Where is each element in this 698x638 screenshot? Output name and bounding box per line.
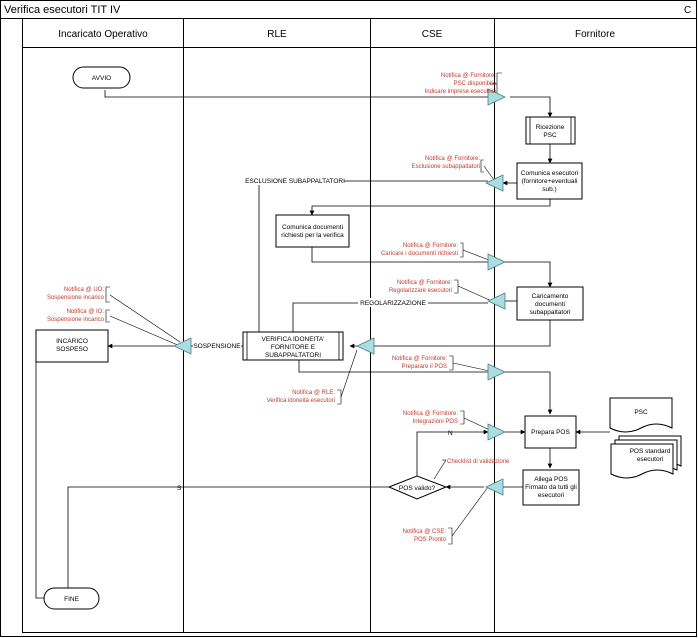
annotation-brackets [105,72,502,545]
task-comunica-esecutori: Comunica esecutori (fornitore+eventuali … [516,162,583,200]
edge-label-yes: S [177,485,182,492]
svg-text:Firmato da tutti gli: Firmato da tutti gli [525,484,577,491]
decision-pos-valido: POS valido? [387,475,448,500]
svg-text:Esclusione subappaltatori: Esclusione subappaltatori [412,164,480,170]
svg-text:PSC disponibile: PSC disponibile [454,81,497,87]
note-checklist-validazione: Checklist di validazione [447,459,510,465]
svg-text:Notifica @ Fornitore:: Notifica @ Fornitore: [392,356,447,362]
note-regolarizzare: Notifica @ Fornitore: Regolarizzare esec… [389,280,452,294]
svg-text:FINE: FINE [64,596,79,603]
gateway-integrazioni-pos [487,423,506,441]
svg-text:Indicare imprese esecutrici: Indicare imprese esecutrici [425,89,496,95]
svg-text:Prepara POS: Prepara POS [531,429,570,436]
task-comunica-documenti: Comunica documenti richiesti per la veri… [275,214,350,248]
gateway-preparare-pos [487,363,506,381]
task-incarico-sospeso: INCARICO SOSPESO [35,329,109,363]
task-caricamento-documenti: Caricamento documenti subappaltatori [516,286,584,321]
svg-text:Notifica @ CSE:: Notifica @ CSE: [403,529,447,535]
edge-label-esclusione: ESCLUSIONE SUBAPPALTATORI [245,178,345,185]
svg-text:Integrazioni POS: Integrazioni POS [413,419,458,425]
gateway-regolarizzare [487,292,506,310]
svg-text:Notifica @ RLE:: Notifica @ RLE: [292,390,335,396]
fine-event: FINE [43,587,100,610]
note-caricare-documenti: Notifica @ Fornitore: Caricare i documen… [381,243,458,257]
svg-text:Caricamento: Caricamento [532,293,569,300]
gateways [173,88,506,496]
svg-text:SUBAPPALTATORI: SUBAPPALTATORI [265,352,321,359]
note-sospensione-uo: Notifica @ UO: Sospensione incarico [47,287,105,301]
edge-label-sospensione: SOSPENSIONE [193,343,241,350]
svg-text:PSC: PSC [543,132,557,139]
svg-text:Ricezione: Ricezione [536,124,565,131]
svg-text:Sospensione incarico: Sospensione incarico [47,295,105,301]
svg-text:POS valido?: POS valido? [399,485,436,492]
svg-text:Preparare il POS: Preparare il POS [402,364,447,370]
note-pos-pronto: Notifica @ CSE: POS Pronto [403,529,447,543]
svg-text:Verifica idoneità esecutori: Verifica idoneità esecutori [267,398,335,404]
gateway-pos-pronto [485,478,504,496]
svg-text:documenti: documenti [535,301,565,308]
note-sospensione-io: Notifica @ IO: Sospensione incarico [47,309,105,323]
lane-incaricato-operativo: Incaricato Operativo [58,29,148,40]
avvio-event: AVVIO [72,66,131,89]
document-psc: PSC [609,397,673,433]
lane-rle: RLE [267,29,287,40]
task-ricezione-psc: Ricezione PSC [525,116,576,145]
note-psc-disponibile: Notifica @ Fornitore: PSC disponibile In… [425,73,497,95]
svg-text:Notifica @ Fornitore:: Notifica @ Fornitore: [425,156,480,162]
svg-text:subappaltatori: subappaltatori [530,309,571,316]
gateway-esclusione [485,174,504,192]
swimlanes: Incaricato Operativo RLE CSE Fornitore [22,19,697,633]
task-allega-pos: Allega POS Firmato da tutti gli esecutor… [522,469,580,506]
svg-text:Sospensione incarico: Sospensione incarico [47,317,105,323]
svg-text:richiesti per la verifica: richiesti per la verifica [281,232,344,239]
gateway-verifica [356,337,375,355]
svg-text:Notifica @ Fornitore:: Notifica @ Fornitore: [441,73,496,79]
task-prepara-pos: Prepara POS [524,415,577,449]
svg-text:(fornitore+eventuali: (fornitore+eventuali [522,178,578,185]
svg-text:Comunica documenti: Comunica documenti [282,224,343,231]
svg-text:POS standard: POS standard [630,448,671,455]
corner-mark: C [684,5,691,16]
svg-text:Notifica @ IO:: Notifica @ IO: [67,309,105,315]
svg-text:sub.): sub.) [542,186,556,193]
svg-text:Comunica esecutori: Comunica esecutori [521,170,578,177]
svg-text:INCARICO: INCARICO [56,338,88,345]
task-verifica-idoneita: VERIFICA IDONEITA' FORNITORE E SUBAPPALT… [242,331,344,361]
lane-fornitore: Fornitore [575,29,615,40]
note-esclusione-subappaltatori: Notifica @ Fornitore: Esclusione subappa… [412,156,481,170]
svg-text:Notifica @ Fornitore:: Notifica @ Fornitore: [403,411,458,417]
diagram-title: Verifica esecutori TIT IV [4,4,121,16]
svg-text:Caricare i documenti richiesti: Caricare i documenti richiesti [381,251,458,257]
note-preparare-pos: Notifica @ Fornitore: Preparare il POS [392,356,447,370]
note-verifica-rle: Notifica @ RLE: Verifica idoneità esecut… [267,390,336,404]
svg-text:Notifica @ Fornitore:: Notifica @ Fornitore: [403,243,458,249]
edge-label-regolarizzazione: REGOLARIZZAZIONE [360,300,426,307]
document-pos-standard: POS standard esecutori [610,435,682,479]
svg-text:VERIFICA IDONEITA': VERIFICA IDONEITA' [262,336,325,343]
svg-text:FORNITORE E: FORNITORE E [271,344,316,351]
svg-text:Allega POS: Allega POS [534,476,568,483]
edge-label-no: N [448,430,453,437]
svg-text:PSC: PSC [634,409,648,416]
svg-text:AVVIO: AVVIO [92,75,111,82]
svg-text:esecutori: esecutori [637,456,663,463]
note-integrazioni-pos: Notifica @ Fornitore: Integrazioni POS [403,411,458,425]
svg-text:Notifica @ UO:: Notifica @ UO: [64,287,104,293]
svg-text:SOSPESO: SOSPESO [56,346,88,353]
svg-text:POS Pronto: POS Pronto [414,537,447,543]
gateway-caricare-documenti [487,253,506,271]
svg-text:esecutori: esecutori [538,492,564,499]
svg-text:Notifica @ Fornitore:: Notifica @ Fornitore: [397,280,452,286]
gateway-notify-psc [487,88,506,106]
svg-text:Regolarizzare esecutori: Regolarizzare esecutori [389,288,452,294]
gateway-sospensione [173,337,192,355]
lane-cse: CSE [422,29,443,40]
